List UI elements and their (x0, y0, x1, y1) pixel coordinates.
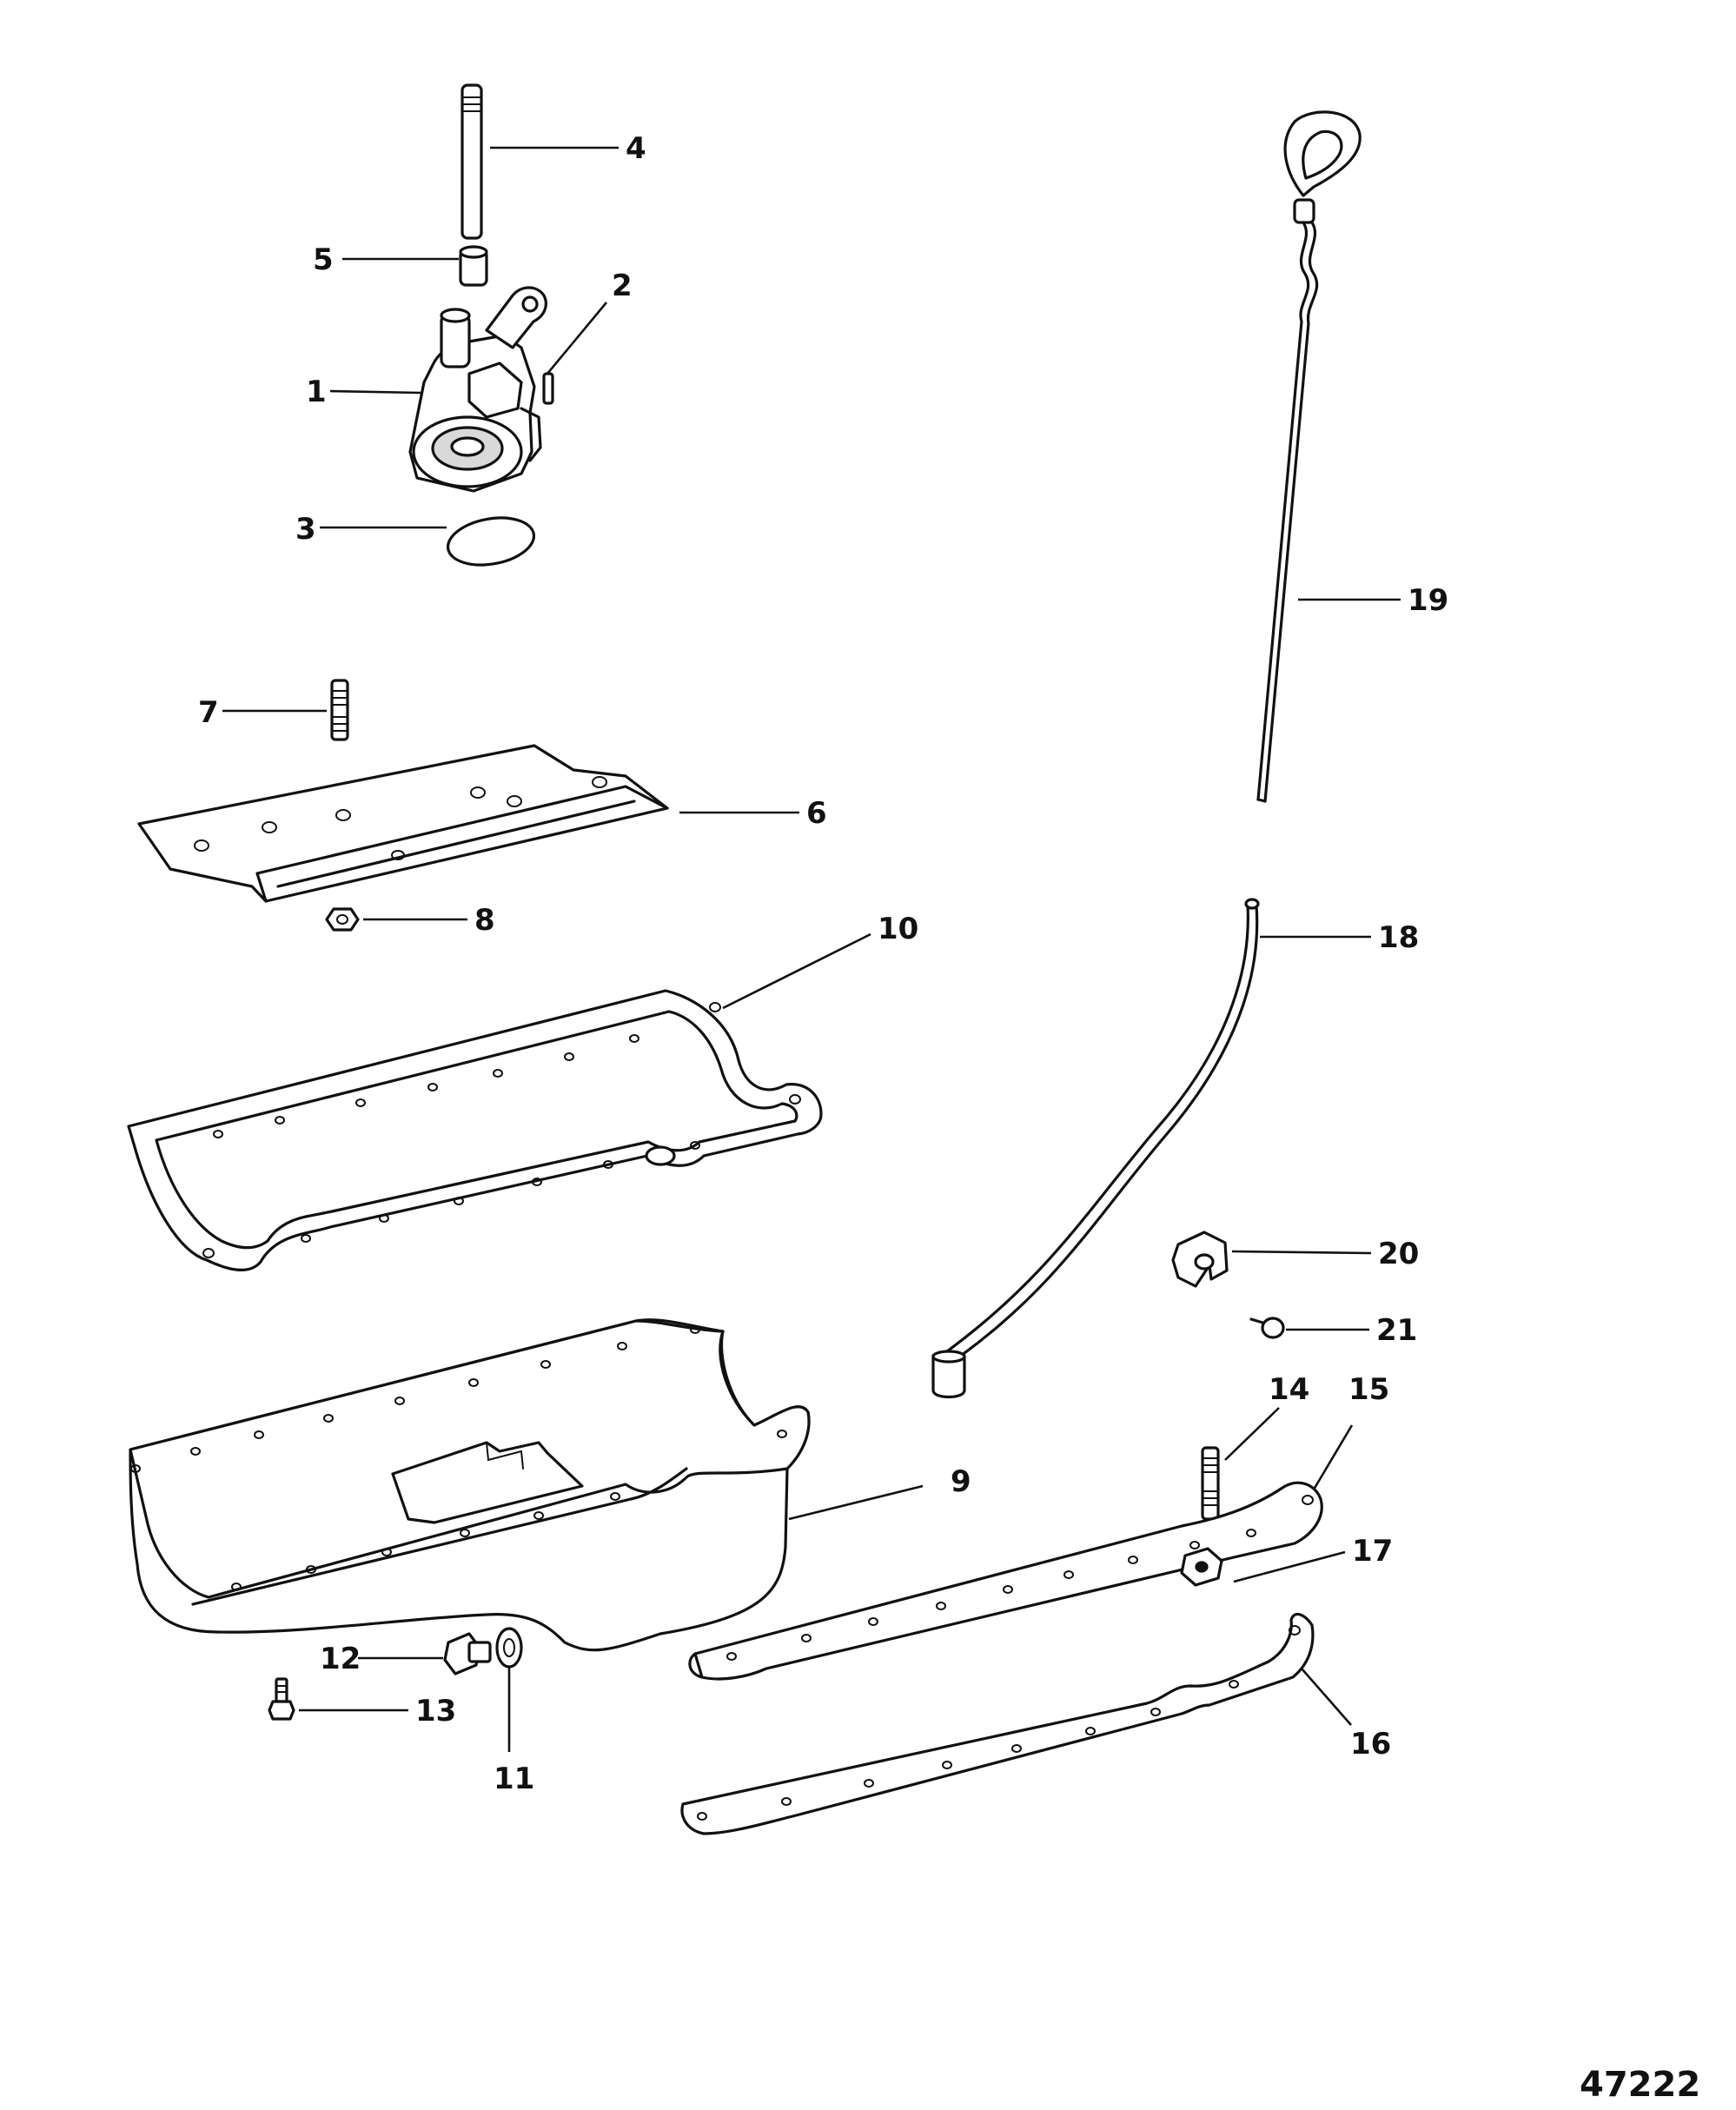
callout-19: 19 (1408, 583, 1448, 618)
callout-18: 18 (1378, 920, 1419, 955)
callout-3: 3 (295, 512, 316, 547)
callout-21: 21 (1376, 1313, 1417, 1348)
bushing-part-5 (459, 245, 488, 287)
callout-17: 17 (1352, 1534, 1393, 1569)
callout-14: 14 (1269, 1372, 1309, 1407)
windage-tray-part-6 (137, 744, 669, 903)
callout-20: 20 (1378, 1237, 1419, 1271)
callout-8: 8 (474, 903, 495, 938)
stud-part-7 (330, 679, 349, 741)
callout-6: 6 (806, 796, 827, 831)
stud-part-14 (1201, 1446, 1220, 1521)
callout-1: 1 (306, 375, 327, 409)
callout-11: 11 (494, 1762, 534, 1796)
side-gasket-part-15 (688, 1481, 1323, 1681)
clip-part-20 (1171, 1231, 1229, 1288)
figure-id: 47222 (1580, 2065, 1700, 2105)
nut-part-8 (325, 907, 360, 932)
callout-7: 7 (198, 695, 219, 730)
bolt-part-13 (268, 1677, 295, 1721)
callout-labels: 4 5 2 1 3 7 6 8 10 9 11 12 13 14 15 16 1… (198, 131, 1448, 1796)
callout-12: 12 (320, 1642, 361, 1676)
side-gasket-part-16 (680, 1612, 1315, 1835)
screw-part-21 (1249, 1317, 1285, 1339)
callout-13: 13 (415, 1694, 456, 1728)
callout-5: 5 (313, 242, 334, 277)
callout-2: 2 (612, 269, 633, 303)
callout-15: 15 (1348, 1372, 1389, 1407)
oil-pan-part-9 (129, 1318, 811, 1652)
dipstick-part-19 (1256, 110, 1362, 803)
pin-part-2 (542, 372, 554, 405)
dipstick-tube-part-18 (931, 898, 1260, 1399)
washer-part-11 (495, 1627, 523, 1669)
callout-9: 9 (951, 1464, 971, 1499)
callout-10: 10 (878, 912, 918, 946)
oil-pump-part-1 (408, 286, 547, 493)
pickup-tube-part-4 (461, 83, 483, 240)
callout-4: 4 (626, 131, 646, 166)
screen-part-3 (446, 516, 536, 567)
oil-pan-gasket-part-10 (127, 989, 823, 1271)
callout-16: 16 (1350, 1727, 1391, 1762)
drain-plug-part-12 (443, 1632, 492, 1675)
leader-lines (222, 146, 1401, 1752)
nut-part-17 (1180, 1547, 1223, 1587)
